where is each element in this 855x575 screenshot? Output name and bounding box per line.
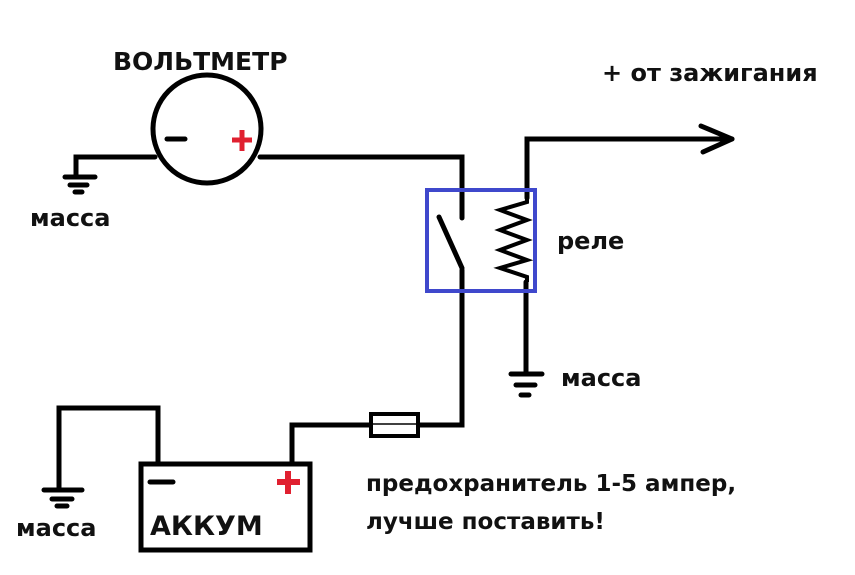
ground-symbol-1 <box>62 174 98 195</box>
ground-label-2: масса <box>561 364 641 392</box>
fuse-body <box>369 412 420 438</box>
voltmeter-body <box>150 72 264 186</box>
ground-symbol-3 <box>41 487 85 509</box>
fuse-note-line-2: лучше поставить! <box>366 509 605 535</box>
ground-label-1: масса <box>30 204 110 232</box>
wire-fuse-battery <box>289 422 374 467</box>
ignition-arrow-icon <box>698 123 735 155</box>
wire-battery-ground3 <box>56 405 161 493</box>
voltmeter-label: ВОЛЬТМЕТР <box>113 47 288 76</box>
battery-body <box>138 461 313 553</box>
wire-ignition-relay <box>524 136 735 201</box>
relay-coil <box>493 198 534 282</box>
battery-plus-sign <box>277 471 300 494</box>
ground-label-3: масса <box>16 514 96 542</box>
fuse-note-line-1: предохранитель 1-5 ампер, <box>366 471 736 497</box>
relay-label: реле <box>557 227 624 255</box>
battery-label: АККУМ <box>150 511 263 542</box>
wire-relay-fuse <box>415 267 465 428</box>
wire-voltmeter-relay <box>257 154 465 221</box>
ignition-label: + от зажигания <box>602 59 818 87</box>
fuse <box>369 412 420 438</box>
relay: реле <box>425 188 624 293</box>
voltmeter-plus-sign <box>232 130 252 151</box>
relay-switch-blade <box>436 214 465 271</box>
battery: АККУМ <box>138 461 313 553</box>
voltmeter: ВОЛЬТМЕТР <box>113 47 288 186</box>
wire-ground1-voltmeter <box>73 154 158 180</box>
wires <box>56 136 735 493</box>
ground-symbol-2 <box>508 371 545 398</box>
relay-box <box>425 188 537 293</box>
